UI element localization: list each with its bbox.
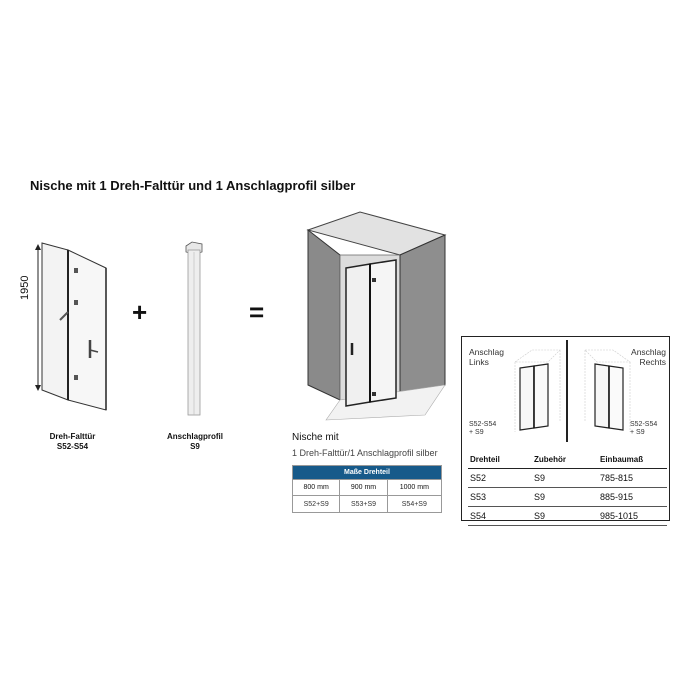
spec-cell: S53: [468, 487, 532, 507]
niche-subcaption: 1 Dreh-Falttür/1 Anschlagprofil silber: [292, 448, 438, 458]
plus-sign: +: [132, 297, 148, 327]
left-hinge-code: S52-S54 + S9: [469, 421, 497, 436]
size-table: Maße Drehteil 800 mm 900 mm 1000 mm S52+…: [291, 465, 443, 513]
niche-drawing: [306, 211, 447, 421]
spec-cell: 885-915: [598, 487, 667, 507]
size-table-code-row: S52+S9 S53+S9 S54+S9: [291, 495, 443, 513]
spec-cell: 785-815: [598, 468, 667, 488]
code-cell: S54+S9: [386, 495, 443, 513]
spec-header-drehteil: Drehteil: [468, 450, 532, 469]
spec-cell: 985-1015: [598, 506, 667, 526]
door-name: Dreh-Falttür: [49, 432, 96, 441]
spec-table-header: Drehteil Zubehör Einbaumaß: [468, 450, 667, 469]
table-row: S54 S9 985-1015: [468, 506, 667, 526]
left-hinge-drawing: [514, 349, 561, 432]
profile-drawing: [185, 241, 203, 416]
width-cell: 900 mm: [339, 479, 388, 496]
dimension-label: 1950: [19, 275, 31, 300]
spec-header-einbaumass: Einbaumaß: [598, 450, 667, 469]
spec-cell: S9: [532, 468, 598, 488]
right-hinge-code: S52-S54 + S9: [630, 421, 658, 436]
size-table-width-row: 800 mm 900 mm 1000 mm: [291, 479, 443, 496]
niche-caption: Nische mit: [292, 432, 339, 443]
width-cell: 1000 mm: [386, 479, 443, 496]
code-cell: S52+S9: [291, 495, 341, 513]
right-hinge-label: Anschlag Rechts: [631, 347, 666, 367]
spec-cell: S54: [468, 506, 532, 526]
table-row: S52 S9 785-815: [468, 468, 667, 488]
spec-header-zubehoer: Zubehör: [532, 450, 598, 469]
door-caption: Dreh-Falttür S52-S54: [25, 432, 120, 452]
right-hinge-drawing: [584, 349, 631, 432]
profile-name: Anschlagprofil: [166, 432, 223, 441]
left-hinge-label: Anschlag Links: [469, 347, 504, 367]
size-table-header: Maße Drehteil: [292, 465, 442, 480]
equals-sign: =: [249, 297, 265, 327]
panel-divider: [566, 340, 568, 442]
profile-code: S9: [190, 442, 200, 451]
spec-cell: S9: [532, 487, 598, 507]
width-cell: 800 mm: [291, 479, 341, 496]
size-table-header-row: Maße Drehteil: [292, 465, 442, 480]
spec-cell: S52: [468, 468, 532, 488]
code-cell: S53+S9: [339, 495, 388, 513]
profile-caption: Anschlagprofil S9: [150, 432, 240, 452]
spec-table: Drehteil Zubehör Einbaumaß S52 S9 785-81…: [468, 450, 667, 526]
folding-door-drawing: [35, 242, 107, 411]
spec-cell: S9: [532, 506, 598, 526]
page-title: Nische mit 1 Dreh-Falttür und 1 Anschlag…: [30, 178, 356, 193]
door-code: S52-S54: [56, 442, 89, 451]
table-row: S53 S9 885-915: [468, 487, 667, 507]
